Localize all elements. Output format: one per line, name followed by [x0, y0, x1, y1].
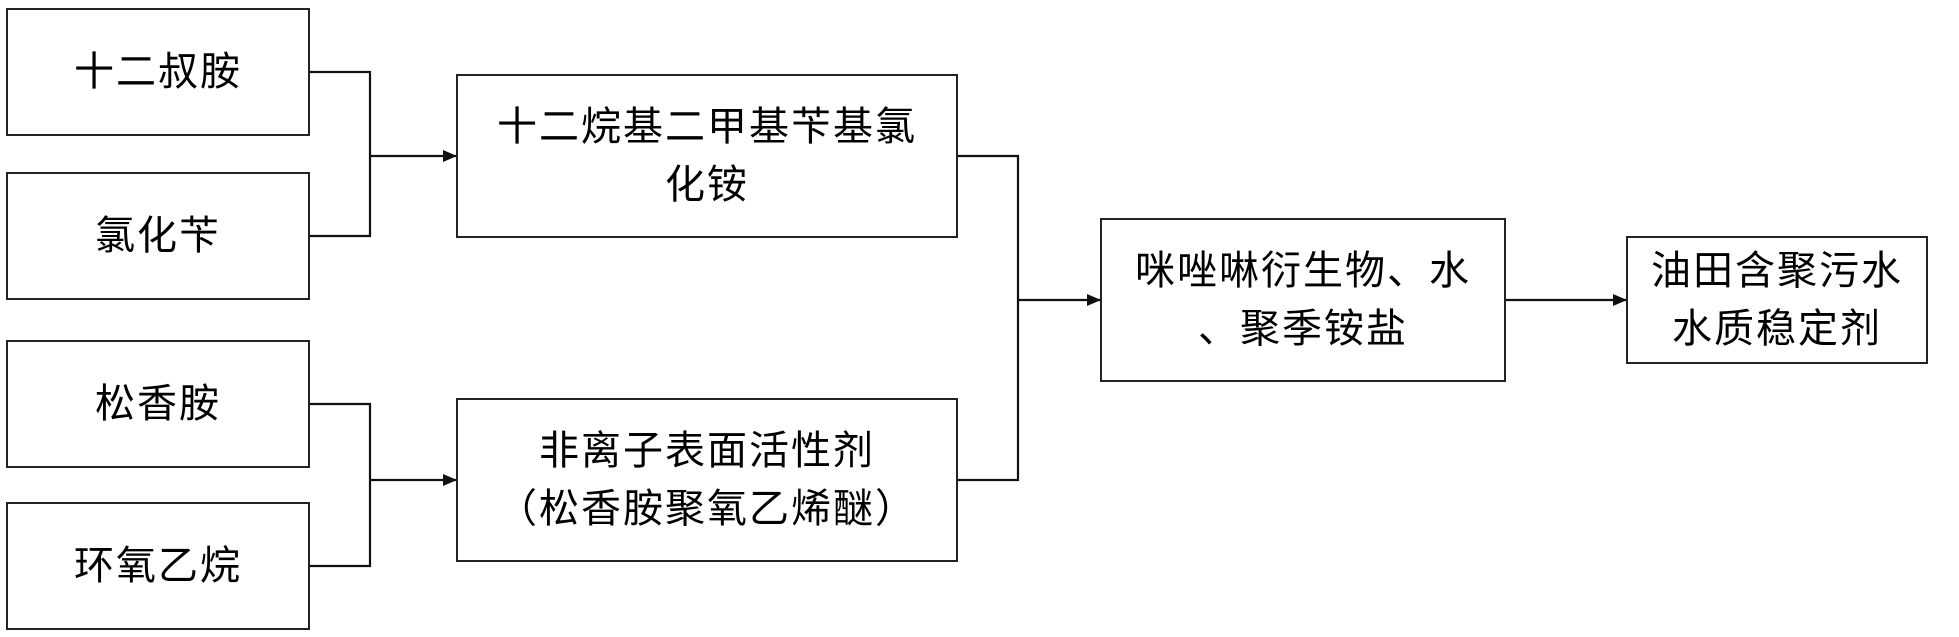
connector-rosin: [308, 402, 372, 568]
quat-line-1: 十二烷基二甲基苄基氯: [497, 104, 917, 150]
label-rosin-amine: 松香胺: [95, 381, 221, 427]
label-dodecylamine: 十二叔胺: [74, 49, 242, 95]
box-benzyl-chloride: 氯化苄: [6, 172, 310, 300]
quat-line-2: 化铵: [665, 162, 749, 208]
box-ethylene-oxide: 环氧乙烷: [6, 502, 310, 630]
product-line-2: 水质稳定剂: [1672, 306, 1882, 352]
nonionic-line-1: 非离子表面活性剂: [539, 428, 875, 474]
box-nonionic-surfactant: 非离子表面活性剂 （松香胺聚氧乙烯醚）: [456, 398, 958, 562]
box-quaternary-ammonium: 十二烷基二甲基苄基氯 化铵: [456, 74, 958, 238]
mixture-line-1: 咪唑啉衍生物、水: [1135, 248, 1471, 294]
mixture-line-2: 、聚季铵盐: [1198, 306, 1408, 352]
product-line-1: 油田含聚污水: [1651, 248, 1903, 294]
label-ethylene-oxide: 环氧乙烷: [74, 543, 242, 589]
box-rosin-amine: 松香胺: [6, 340, 310, 468]
label-benzyl-chloride: 氯化苄: [95, 213, 221, 259]
connector-dodecylamine: [308, 70, 372, 238]
nonionic-line-2: （松香胺聚氧乙烯醚）: [497, 486, 917, 532]
box-dodecylamine: 十二叔胺: [6, 8, 310, 136]
box-mixture: 咪唑啉衍生物、水 、聚季铵盐: [1100, 218, 1506, 382]
box-product: 油田含聚污水 水质稳定剂: [1626, 236, 1928, 364]
connector-intermediates: [956, 154, 1020, 482]
